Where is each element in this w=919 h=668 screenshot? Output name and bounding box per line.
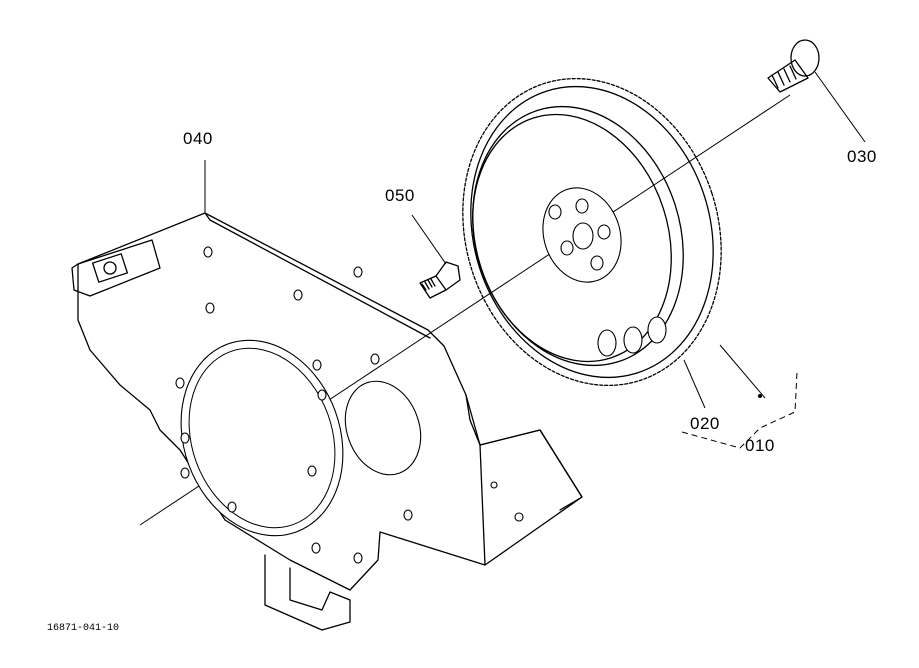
leader-dot bbox=[758, 394, 762, 398]
bracket-010 bbox=[681, 371, 798, 449]
leader-010 bbox=[719, 344, 766, 399]
flywheel bbox=[462, 77, 722, 387]
leader-020 bbox=[683, 359, 706, 409]
callout-010: 010 bbox=[745, 436, 775, 455]
engine-back-plate bbox=[71, 212, 583, 631]
plate-bolt-holes bbox=[175, 246, 413, 564]
bolt-050 bbox=[411, 214, 461, 299]
callout-040: 040 bbox=[183, 129, 213, 148]
callout-030: 030 bbox=[847, 147, 877, 166]
bolt-030 bbox=[767, 39, 866, 143]
drawing-code: 16871-041-10 bbox=[47, 623, 120, 634]
callout-020: 020 bbox=[690, 414, 720, 433]
callout-050: 050 bbox=[385, 186, 415, 205]
